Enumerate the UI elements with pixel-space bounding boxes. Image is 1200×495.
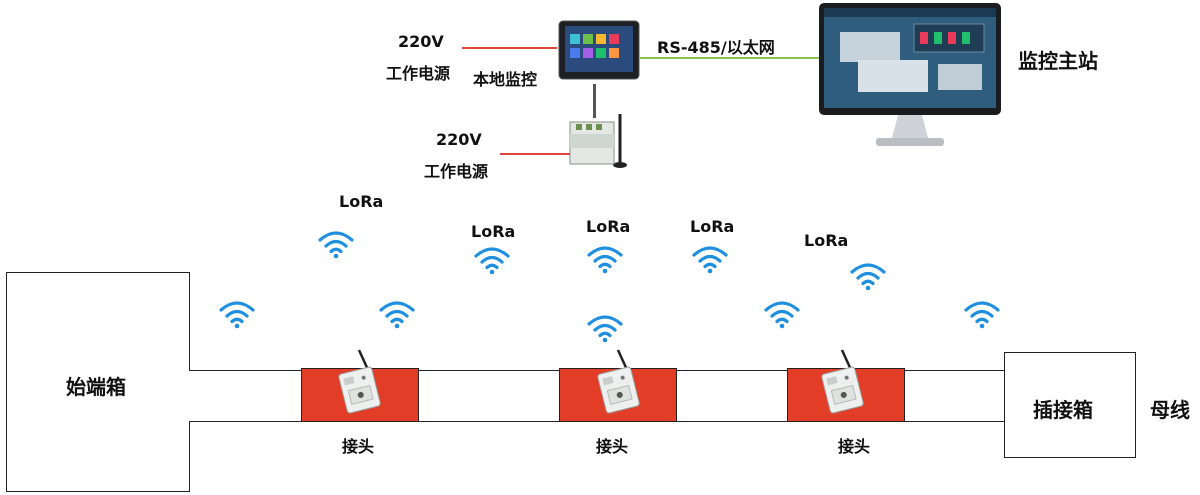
wifi-icon [378,299,416,329]
sensor-device-icon [818,348,868,416]
power-label-top-voltage: 220V [398,32,444,51]
wifi-icon [317,229,355,259]
power-label-bottom-text: 工作电源 [424,162,489,181]
plug-box [1004,352,1136,458]
power-wire-top [462,47,557,49]
lora-label-2: LoRa [471,222,516,241]
power-wire-bottom [500,153,570,155]
local-monitor-label: 本地监控 [473,70,538,89]
link-label: RS-485/以太网 [657,38,775,57]
sensor-device-icon [594,348,644,416]
power-label-bottom-voltage: 220V [436,130,482,149]
gateway-wire [593,84,596,118]
lora-label-4: LoRa [690,217,735,236]
link-wire [640,57,820,59]
wifi-icon [586,313,624,343]
joint-label-2: 接头 [596,437,629,456]
wifi-icon [473,245,511,275]
gateway-icon [568,112,630,170]
touch-panel-icon [558,20,640,82]
busbar-label: 母线 [1150,398,1190,422]
plug-box-label: 插接箱 [1033,398,1093,422]
wifi-icon [586,244,624,274]
start-box-label: 始端箱 [66,375,126,399]
wifi-icon [763,299,801,329]
sensor-device-icon [335,348,385,416]
master-station-label: 监控主站 [1018,49,1098,73]
monitor-icon [818,2,1002,150]
wifi-icon [691,244,729,274]
joint-label-3: 接头 [838,437,871,456]
lora-label-5: LoRa [804,231,849,250]
joint-label-1: 接头 [342,437,375,456]
power-label-top-text: 工作电源 [386,64,451,83]
wifi-icon [849,261,887,291]
lora-label-3: LoRa [586,217,631,236]
wifi-icon [963,299,1001,329]
wifi-icon [218,299,256,329]
lora-label-1: LoRa [339,192,384,211]
start-box [6,272,190,492]
